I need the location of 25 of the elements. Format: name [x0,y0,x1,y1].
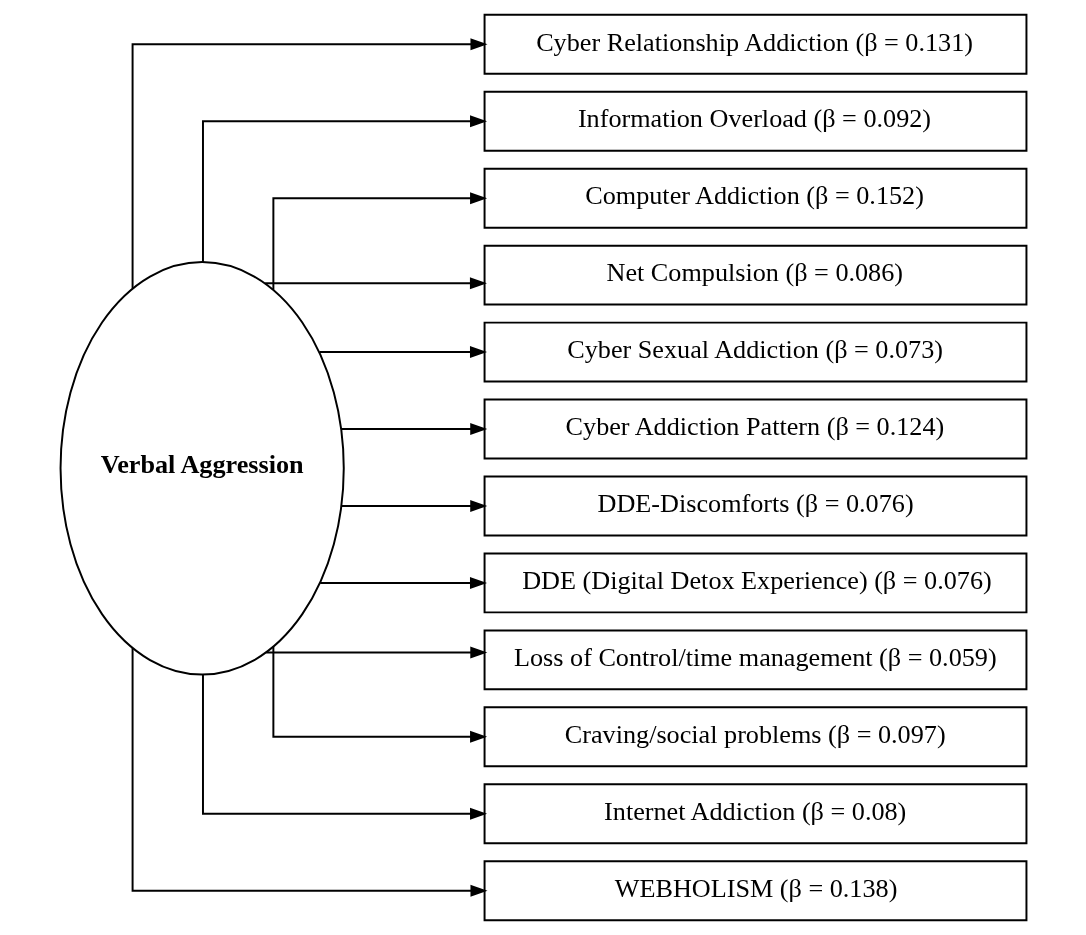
node-box: DDE (Digital Detox Experience) (β = 0.076) [483,552,1027,614]
arrow [263,277,487,290]
node-box: Net Compulsion (β = 0.086) [483,244,1027,306]
arrow [131,647,487,897]
node-box: Cyber Addiction Pattern (β = 0.124) [483,398,1027,460]
arrow [271,645,487,743]
arrow [264,646,487,659]
node-box: Internet Addiction (β = 0.08) [483,783,1027,845]
arrow [340,500,487,512]
arrow [131,38,487,290]
node-box: Information Overload (β = 0.092) [483,90,1027,152]
node-box: WEBHOLISM (β = 0.138) [483,860,1027,922]
arrow [318,346,487,359]
node-box: Cyber Relationship Addiction (β = 0.131) [483,13,1027,75]
arrow [340,423,487,435]
arrow [271,192,487,291]
node-box: Cyber Sexual Addiction (β = 0.073) [483,321,1027,383]
node-box: DDE-Discomforts (β = 0.076) [483,475,1027,537]
node-box: Craving/social problems (β = 0.097) [483,706,1027,768]
arrow [201,673,487,820]
arrow [201,115,487,263]
arrow [318,576,487,589]
node-box: Loss of Control/time management (β = 0.059) [483,629,1027,691]
node-box: Computer Addiction (β = 0.152) [483,167,1027,229]
node-ellipse: Verbal Aggression [59,261,345,676]
